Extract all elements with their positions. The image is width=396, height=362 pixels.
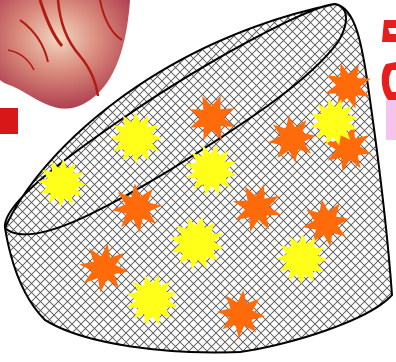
pink-panel [386,100,396,140]
red-glyph [382,20,396,100]
